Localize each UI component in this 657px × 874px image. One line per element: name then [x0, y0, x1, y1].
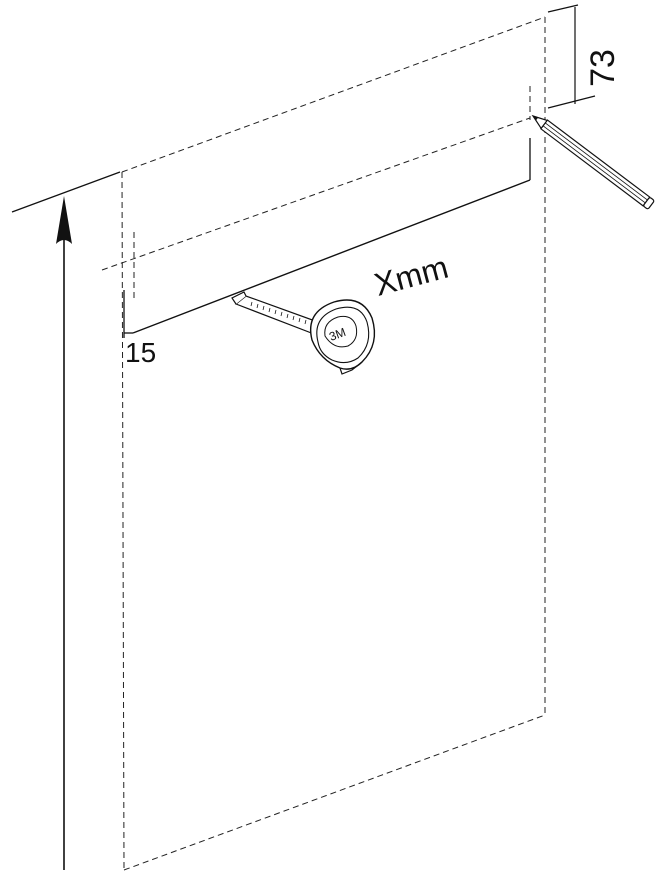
pencil-icon: [531, 114, 655, 210]
offset-top-label: 73: [584, 49, 622, 87]
top-offset-dimension: [547, 4, 596, 109]
offset-side-label: 15: [125, 337, 156, 368]
tape-measure-icon: 3M: [231, 291, 376, 375]
panel-outline: [121, 16, 546, 871]
width-measure-label: Xmm: [370, 249, 451, 303]
reference-line: [11, 171, 121, 213]
mounting-guide-line: [101, 117, 531, 271]
width-measurement-line: [123, 138, 531, 338]
tape-brand-label: 3M: [327, 325, 347, 344]
arrow-up-icon: [56, 196, 72, 870]
